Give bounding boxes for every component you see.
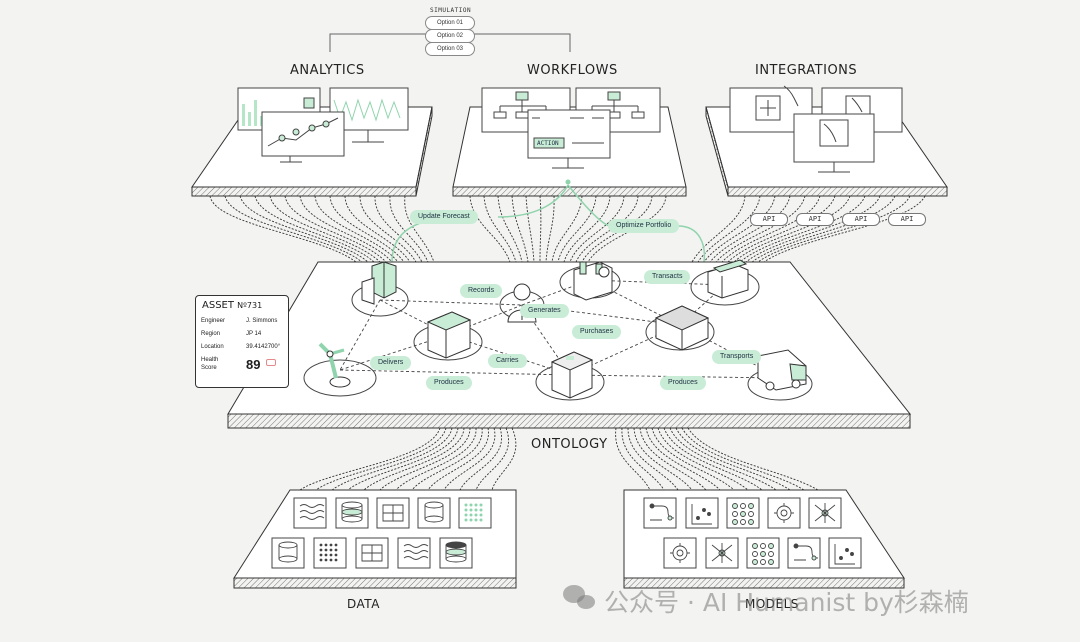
- factory-icon: [573, 261, 613, 301]
- optimize-portfolio-pill: Optimize Portfolio: [608, 219, 680, 233]
- health-label: Health: [201, 357, 219, 363]
- ontology-platform: [227, 261, 912, 429]
- asset-row-label: Engineer: [201, 318, 226, 324]
- data-title: DATA: [347, 597, 380, 611]
- watermark-text: 公众号 · AI Humanist by杉森楠: [604, 588, 969, 617]
- ontology-title: ONTOLOGY: [531, 437, 608, 452]
- wechat-icon: [563, 585, 595, 609]
- api-pill-2: API: [796, 213, 834, 226]
- simulation-option-1[interactable]: Option 01: [425, 16, 475, 30]
- relation-purchases: Purchases: [572, 325, 622, 339]
- cash-stack-icon: [707, 259, 749, 299]
- asset-row-value: JP 14: [246, 331, 262, 337]
- integrations-title: INTEGRATIONS: [755, 63, 858, 78]
- asset-row-label: Location: [201, 344, 224, 350]
- asset-row-label: Region: [201, 331, 221, 337]
- workflow-action-label: ACTION: [537, 140, 559, 147]
- relation-transports: Transports: [712, 350, 762, 364]
- simulation-option-3[interactable]: Option 03: [425, 42, 475, 56]
- asset-number: Nº731: [237, 301, 263, 310]
- asset-card[interactable]: ASSET Nº731 Engineer J. Simmons Region J…: [195, 295, 289, 388]
- lower-cables: [299, 427, 819, 491]
- building-icon: [361, 261, 397, 305]
- analytics-title: ANALYTICS: [290, 63, 365, 78]
- relation-carries: Carries: [488, 354, 527, 368]
- asset-row-value: 39.4142700°: [246, 344, 281, 350]
- integrations-monitors: [729, 85, 903, 173]
- workflows-title: WORKFLOWS: [527, 63, 618, 78]
- model-tile-glyphs: [649, 503, 855, 565]
- package-box-icon: [550, 351, 594, 399]
- flow-lines: [391, 179, 706, 263]
- relation-transacts: Transacts: [644, 270, 691, 284]
- upper-cables: [209, 195, 926, 263]
- robot-arm-icon: [318, 342, 351, 388]
- alert-icon: [266, 359, 276, 366]
- asset-row-value: J. Simmons: [246, 318, 278, 324]
- update-forecast-pill: Update Forecast: [410, 210, 478, 224]
- relation-produces-left: Produces: [426, 376, 472, 390]
- analytics-monitors: [237, 87, 409, 163]
- score-label: Score: [201, 365, 217, 371]
- asset-label: ASSET: [202, 300, 234, 311]
- simulation-option-2[interactable]: Option 02: [425, 29, 475, 43]
- models-title: MODELS: [745, 597, 799, 611]
- relation-delivers: Delivers: [370, 356, 412, 370]
- crate-icon: [426, 311, 472, 359]
- health-score: 89: [246, 357, 261, 372]
- relation-generates: Generates: [520, 304, 569, 318]
- relation-produces-right: Produces: [660, 376, 706, 390]
- api-pill-4: API: [888, 213, 926, 226]
- workflows-monitors: [481, 87, 661, 169]
- truck-icon: [757, 349, 807, 391]
- data-tile-glyphs: [278, 501, 483, 563]
- relation-records: Records: [460, 284, 503, 298]
- warehouse-icon: [654, 305, 710, 351]
- api-pill-1: API: [750, 213, 788, 226]
- simulation-title: SIMULATION: [430, 7, 472, 14]
- api-pill-3: API: [842, 213, 880, 226]
- asset-card-title: ASSET Nº731: [202, 300, 262, 311]
